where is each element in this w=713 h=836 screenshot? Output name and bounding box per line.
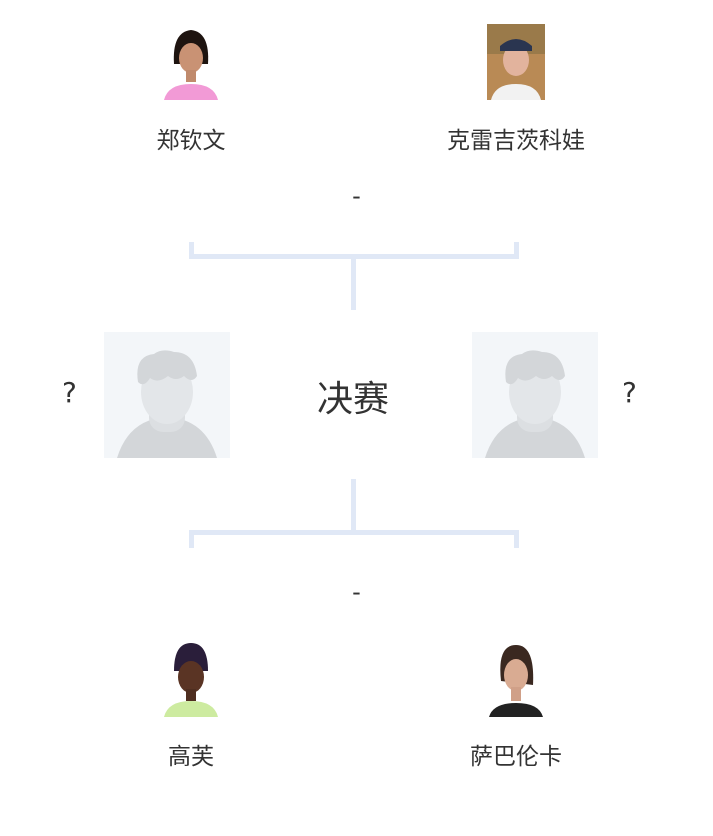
player-name[interactable]: 郑钦文 bbox=[156, 128, 226, 154]
bracket-connector bbox=[189, 530, 519, 535]
player-photo-krejcikova[interactable] bbox=[487, 24, 545, 100]
final-title: 决赛 bbox=[316, 379, 389, 420]
match-score: - bbox=[352, 182, 361, 210]
bracket-connector bbox=[189, 242, 194, 256]
placeholder-avatar-icon[interactable] bbox=[104, 332, 230, 458]
bracket-connector bbox=[514, 533, 519, 548]
bracket-connector bbox=[189, 533, 194, 548]
player-name[interactable]: 萨巴伦卡 bbox=[470, 744, 562, 770]
bracket-connector bbox=[514, 242, 519, 256]
player-photo-gauff[interactable] bbox=[162, 641, 220, 717]
match-score: - bbox=[352, 578, 361, 606]
bracket-connector bbox=[189, 254, 519, 259]
bracket-connector bbox=[351, 258, 356, 310]
final-right-player: ? bbox=[622, 376, 637, 409]
placeholder-avatar-icon[interactable] bbox=[472, 332, 598, 458]
final-left-player: ? bbox=[62, 376, 77, 409]
player-name[interactable]: 高芙 bbox=[168, 744, 214, 770]
player-photo-sabalenka[interactable] bbox=[487, 641, 545, 717]
player-name[interactable]: 克雷吉茨科娃 bbox=[447, 128, 585, 154]
player-photo-zheng[interactable] bbox=[162, 24, 220, 100]
bracket-connector bbox=[351, 479, 356, 532]
